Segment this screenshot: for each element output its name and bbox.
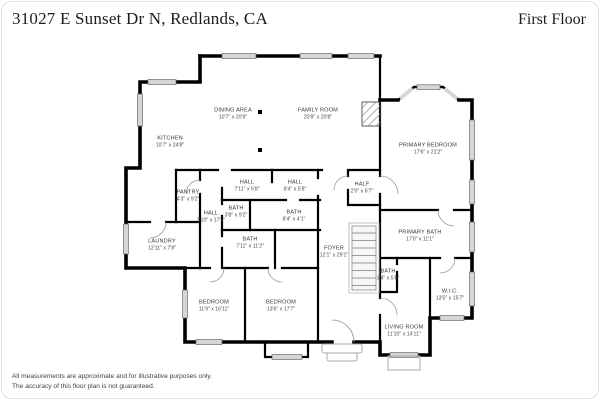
disclaimer-line1: All measurements are approximate and for… <box>12 372 212 380</box>
staircase <box>348 222 380 294</box>
porch-steps <box>321 343 421 371</box>
fireplace <box>361 101 381 127</box>
disclaimer: All measurements are approximate and for… <box>12 372 212 392</box>
bay-window <box>397 84 460 101</box>
floor-label: First Floor <box>517 11 586 28</box>
columns <box>258 110 262 152</box>
property-address: 31027 E Sunset Dr N, Redlands, CA <box>12 9 268 28</box>
room-label: W.I.C.13'5" x 15'7" <box>435 288 465 302</box>
header: 31027 E Sunset Dr N, Redlands, CA First … <box>12 9 586 29</box>
door-arcs <box>149 175 456 343</box>
windows <box>123 53 475 360</box>
disclaimer-line2: The accuracy of this floor plan is not g… <box>12 382 155 390</box>
